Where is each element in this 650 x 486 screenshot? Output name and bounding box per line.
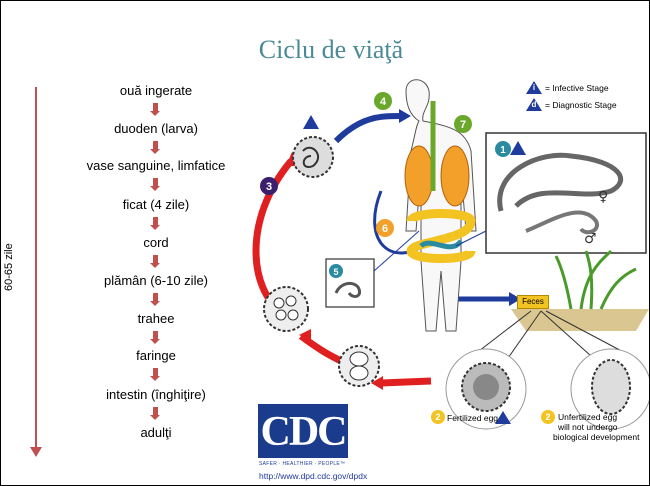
timeline-arrow [35, 87, 37, 449]
soil-icon [511, 309, 649, 331]
period-label: 60-65 zile [3, 243, 15, 291]
stage-3-number: 3 [266, 181, 272, 193]
larva-icon [334, 282, 362, 298]
magnify-lines [465, 310, 632, 362]
step-7: trahee [137, 311, 175, 326]
step-4: ficat (4 zile) [122, 197, 190, 212]
cycle-arc-bottom [380, 377, 432, 387]
arrow-head-icon [371, 376, 383, 390]
lung-left [404, 145, 434, 207]
step-2: duoden (larva) [114, 121, 198, 136]
legend-diagnostic: d = Diagnostic Stage [526, 98, 617, 111]
male-symbol: ♂ [584, 231, 597, 247]
stage-6-badge [376, 219, 394, 237]
step-arrow [150, 293, 160, 306]
infective-stage-icon: i [526, 81, 542, 94]
arrow-head-icon [399, 109, 411, 123]
arrow-head-icon [509, 292, 521, 306]
embryonated-egg-icon [292, 136, 334, 178]
stage-7-number: 7 [460, 119, 466, 131]
legend: i = Infective Stage d = Diagnostic Stage [526, 81, 617, 115]
worm-female-icon [497, 152, 624, 212]
step-arrow [150, 178, 160, 191]
stage-2a-number: 2 [435, 412, 440, 422]
step-5: cord [143, 235, 169, 250]
infective-stage-icon [303, 115, 319, 129]
timeline-arrow-head [30, 447, 42, 457]
step-arrow [150, 255, 160, 268]
stage-5-badge [329, 264, 343, 278]
legend-infective: i = Infective Stage [526, 81, 617, 94]
lifecycle-diagram: 4 7 6 3 ♀ ♂ 1 [252, 79, 649, 430]
unfertilized-egg-label-2: will not undergo [558, 422, 618, 432]
ingestion-arrow [333, 113, 402, 144]
two-cell-egg-icon [338, 345, 380, 387]
step-arrow [150, 141, 160, 154]
legend-infective-label: = Infective Stage [545, 82, 609, 93]
stage-2b-number: 2 [545, 412, 550, 422]
step-9: intestin (înghiţire) [106, 387, 206, 402]
small-intestine [419, 239, 464, 250]
cdc-logo: CDC [258, 404, 348, 458]
segmented-egg-icon [263, 286, 309, 332]
unfertilized-egg-label-1: Unfertilized egg [558, 412, 618, 422]
diagnostic-stage-icon [510, 141, 526, 155]
stage-1-number: 1 [500, 145, 506, 156]
stage-6-number: 6 [382, 223, 388, 235]
step-6: plămân (6-10 zile) [103, 273, 209, 288]
grass-icon [554, 249, 637, 310]
step-10: adulţi [140, 425, 172, 440]
fertilized-egg-label: Fertilized egg [447, 413, 499, 423]
unfertilized-egg-icon [570, 348, 649, 430]
stage-2b-badge [541, 410, 555, 424]
stage-4-number: 4 [380, 96, 387, 108]
connector-line [373, 230, 420, 272]
lung-right [440, 145, 470, 207]
stage-4-badge [374, 92, 392, 110]
step-1: ouă ingerate [119, 83, 193, 98]
cdc-tagline: SAFER · HEALTHIER · PEOPLE™ [259, 461, 346, 467]
worm-male-icon [525, 210, 599, 235]
stage-1-badge [495, 141, 511, 157]
step-8: faringe [136, 348, 176, 363]
slide-title: Ciclu de viaţă [258, 35, 404, 64]
female-symbol: ♀ [598, 189, 608, 205]
step-3: vase sanguine, limfatice [86, 158, 226, 173]
fertilized-egg-icon [445, 348, 527, 430]
connector-line [455, 230, 487, 247]
stage-7-badge [454, 115, 472, 133]
arrow-head-icon [299, 329, 311, 341]
cycle-arc-lower [298, 333, 343, 365]
step-arrow [150, 407, 160, 420]
unfertilized-egg-label-3: biological development [553, 432, 640, 442]
stage-2a-badge [431, 410, 445, 424]
feces-label: Feces [517, 295, 549, 309]
intestine [406, 209, 476, 263]
stage-3-badge [260, 177, 278, 195]
source-link[interactable]: http://www.dpd.cdc.gov/dpdx [259, 471, 368, 481]
step-arrow [150, 217, 160, 230]
step-arrow [150, 331, 160, 344]
step-arrow [150, 103, 160, 116]
legend-diagnostic-label: = Diagnostic Stage [545, 99, 617, 110]
diagnostic-stage-icon: d [526, 98, 542, 111]
diagnostic-stage-icon [495, 411, 511, 424]
stage-5-number: 5 [333, 267, 338, 277]
step-arrow [150, 368, 160, 381]
